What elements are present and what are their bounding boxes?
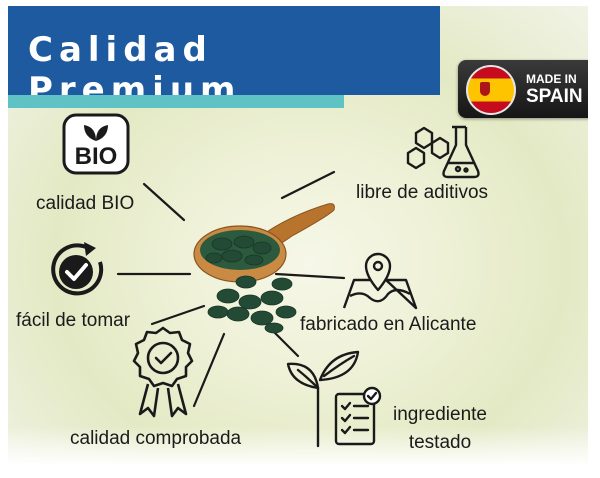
feature-quality: calidad comprobada: [70, 428, 242, 449]
quality-ribbon-icon: [132, 326, 194, 418]
check-circle-icon: [51, 242, 104, 296]
feature-made-in: fabricado en Alicante: [300, 314, 477, 335]
banner-stripe: [8, 95, 344, 108]
bio-leaf-icon: BIO: [62, 113, 130, 175]
bio-icon-text: BIO: [74, 143, 118, 170]
badge-made-in: MADE IN: [526, 72, 577, 86]
plant-checklist-icon: [286, 350, 382, 448]
spirulina-spoon-image: [193, 203, 335, 334]
product-infographic: Calidad Premium MADE IN SPAIN: [8, 6, 588, 466]
spain-flag-icon: [466, 65, 516, 115]
badge-spain: SPAIN: [526, 86, 583, 107]
feature-easy: fácil de tomar: [16, 310, 131, 331]
map-pin-icon: [342, 252, 418, 310]
made-in-spain-badge: MADE IN SPAIN: [458, 60, 588, 118]
lab-flask-icon: [406, 125, 480, 179]
feature-bio: calidad BIO: [36, 193, 135, 214]
feature-additives: libre de aditivos: [356, 182, 489, 203]
connector-lines: [116, 170, 346, 408]
feature-tested-line2: testado: [408, 432, 472, 453]
header-banner: Calidad Premium: [8, 6, 440, 110]
feature-tested-line1: ingrediente: [392, 404, 488, 425]
